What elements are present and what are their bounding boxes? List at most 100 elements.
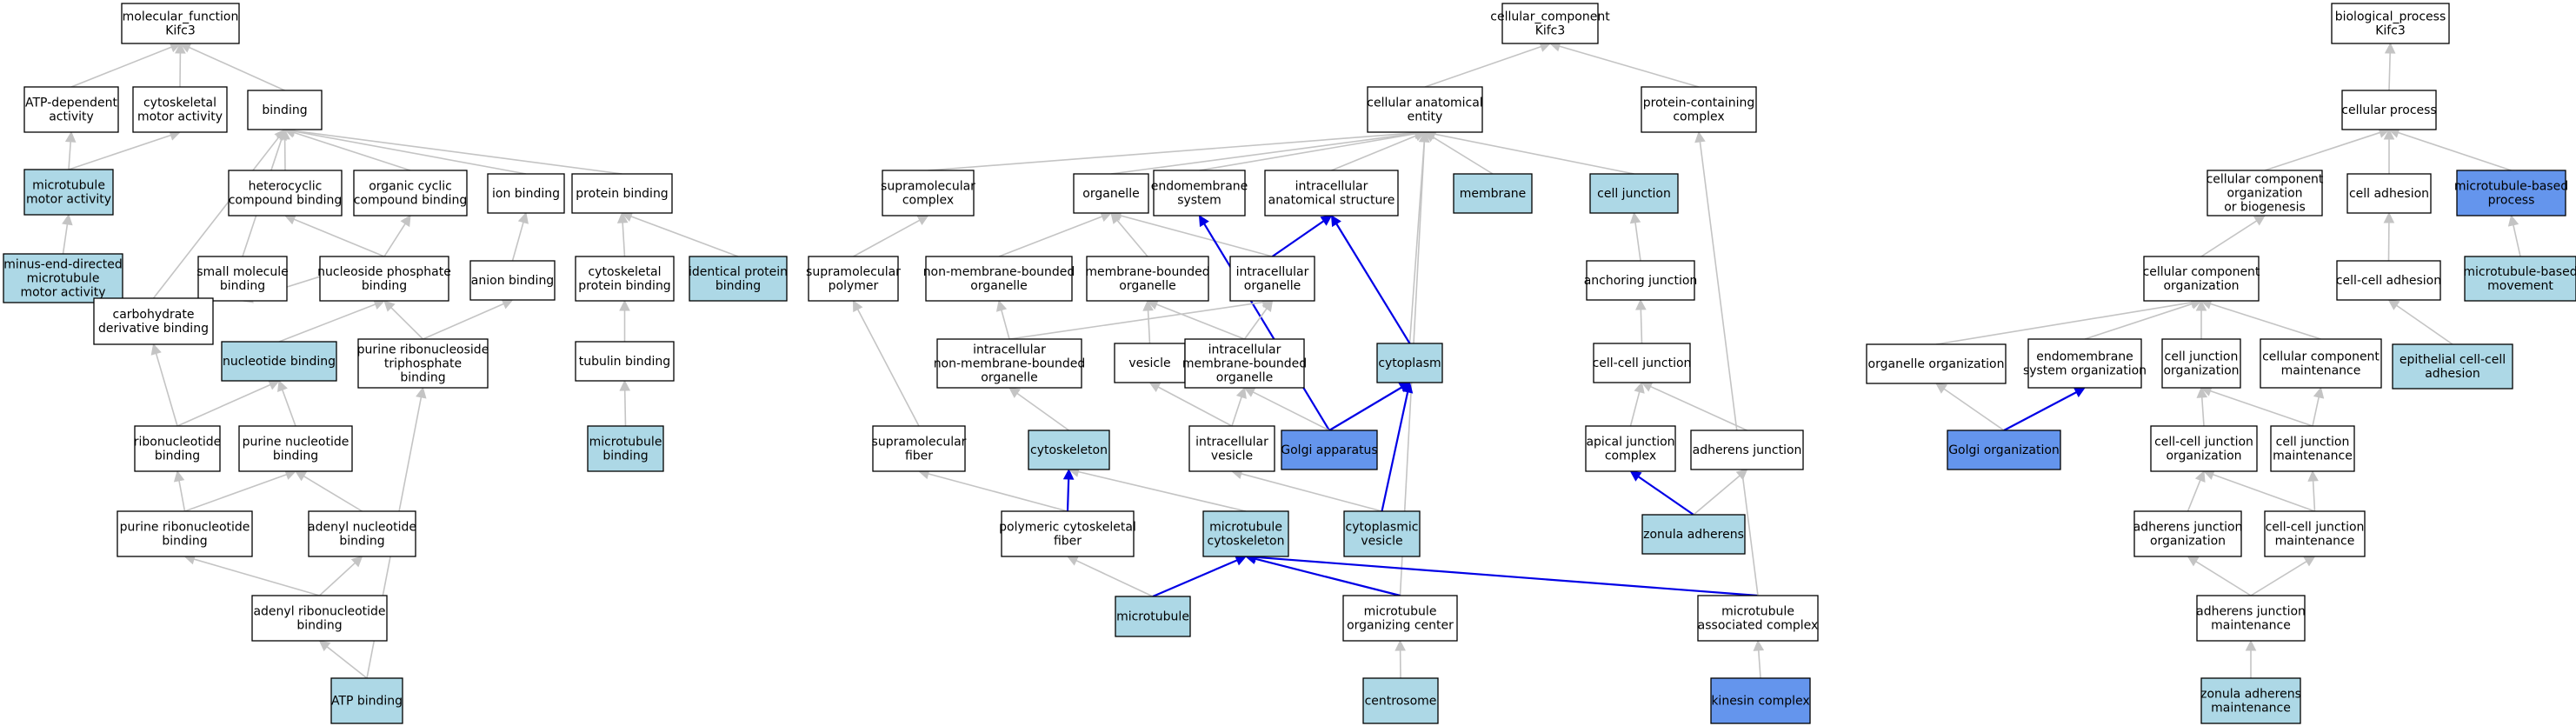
node-box[interactable] bbox=[925, 256, 1073, 302]
node-box[interactable] bbox=[469, 260, 556, 301]
node-box[interactable] bbox=[357, 338, 489, 389]
node-organelle-org[interactable]: organelle organization bbox=[1866, 343, 2007, 384]
node-box[interactable] bbox=[2336, 260, 2441, 301]
node-tubulin-binding[interactable]: tubulin binding bbox=[575, 341, 675, 382]
node-box[interactable] bbox=[1342, 595, 1458, 642]
node-box[interactable] bbox=[247, 90, 323, 130]
node-anchoring-junction[interactable]: anchoring junction bbox=[1584, 260, 1698, 301]
node-ion-binding[interactable]: ion binding bbox=[487, 173, 565, 214]
node-box[interactable] bbox=[1343, 510, 1421, 557]
node-box[interactable] bbox=[228, 170, 343, 216]
node-box[interactable] bbox=[2133, 510, 2242, 557]
node-box[interactable] bbox=[134, 425, 221, 472]
node-box[interactable] bbox=[2027, 338, 2142, 389]
node-box[interactable] bbox=[575, 256, 675, 302]
node-cell-cell-adhesion[interactable]: cell-cell adhesion bbox=[2336, 260, 2441, 301]
node-vesicle[interactable]: vesicle bbox=[1114, 343, 1186, 383]
node-box[interactable] bbox=[1697, 595, 1819, 642]
node-box[interactable] bbox=[1641, 514, 1746, 555]
node-box[interactable] bbox=[1229, 256, 1315, 302]
node-box[interactable] bbox=[2270, 425, 2355, 472]
node-cell-cell-junction[interactable]: cell-cell junction bbox=[1593, 343, 1692, 383]
node-box[interactable] bbox=[121, 3, 240, 44]
node-binding[interactable]: binding bbox=[247, 90, 323, 130]
node-box[interactable] bbox=[571, 173, 673, 214]
node-anion-binding[interactable]: anion binding bbox=[469, 260, 556, 301]
node-kinesin-complex[interactable]: kinesin complex bbox=[1710, 677, 1811, 724]
node-box[interactable] bbox=[1453, 173, 1533, 214]
node-box[interactable] bbox=[2392, 343, 2513, 390]
node-box[interactable] bbox=[2150, 425, 2258, 472]
node-box[interactable] bbox=[882, 170, 975, 216]
node-box[interactable] bbox=[2161, 338, 2241, 389]
node-box[interactable] bbox=[1690, 430, 1804, 470]
node-box[interactable] bbox=[2464, 256, 2576, 302]
node-box[interactable] bbox=[23, 169, 114, 216]
node-box[interactable] bbox=[116, 510, 253, 557]
node-box[interactable] bbox=[1947, 430, 2061, 470]
node-box[interactable] bbox=[1362, 677, 1439, 724]
node-box[interactable] bbox=[319, 256, 449, 302]
node-box[interactable] bbox=[1086, 256, 1209, 302]
node-cell-junction[interactable]: cell junction bbox=[1589, 173, 1679, 214]
node-box[interactable] bbox=[1589, 173, 1679, 214]
node-nucleotide-binding[interactable]: nucleotide binding bbox=[221, 341, 337, 382]
node-intracell-nonmem[interactable]: intracellularnon-membrane-boundedorganel… bbox=[934, 338, 1086, 389]
node-box[interactable] bbox=[1264, 170, 1399, 216]
node-organelle[interactable]: organelle bbox=[1073, 173, 1149, 214]
node-adherens-junction[interactable]: adherens junction bbox=[1690, 430, 1804, 470]
node-cellular-process[interactable]: cellular process bbox=[2341, 90, 2437, 130]
node-box[interactable] bbox=[1184, 338, 1305, 389]
node-box[interactable] bbox=[1153, 170, 1246, 216]
node-box[interactable] bbox=[1710, 677, 1811, 724]
node-box[interactable] bbox=[330, 677, 403, 724]
node-box[interactable] bbox=[2341, 90, 2437, 130]
node-box[interactable] bbox=[1376, 343, 1443, 383]
node-box[interactable] bbox=[1281, 430, 1378, 470]
node-box[interactable] bbox=[487, 173, 565, 214]
node-box[interactable] bbox=[1586, 260, 1695, 301]
node-box[interactable] bbox=[93, 297, 214, 345]
node-box[interactable] bbox=[2207, 170, 2323, 216]
node-box[interactable] bbox=[2196, 595, 2306, 642]
node-golgi-org[interactable]: Golgi organization bbox=[1947, 430, 2061, 470]
node-box[interactable] bbox=[575, 341, 675, 382]
node-box[interactable] bbox=[1593, 343, 1691, 383]
node-box[interactable] bbox=[1073, 173, 1149, 214]
node-box[interactable] bbox=[2260, 338, 2382, 389]
node-box[interactable] bbox=[308, 510, 416, 557]
